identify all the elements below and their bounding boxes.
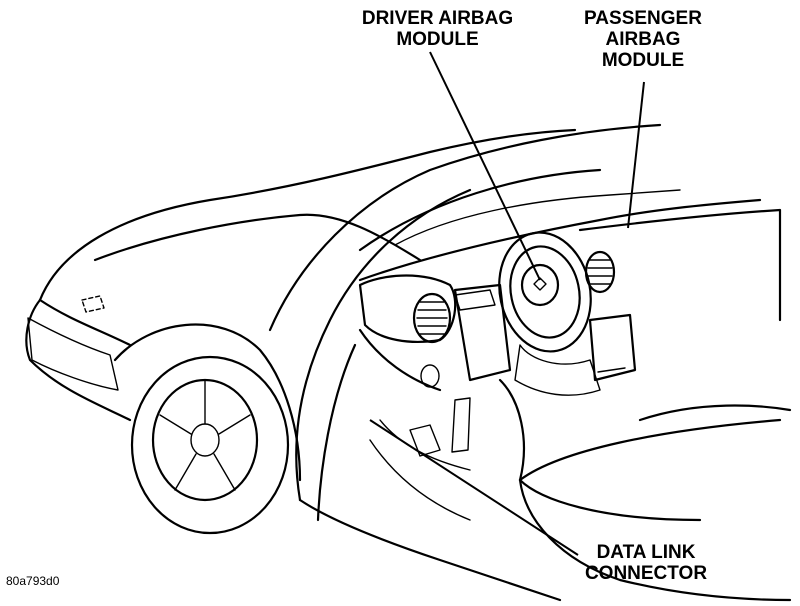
headlamp <box>27 317 119 391</box>
door-opening-front <box>295 188 472 502</box>
data-link-connector-label: DATA LINK CONNECTOR <box>566 542 726 584</box>
hood-crease <box>93 213 422 262</box>
ignition <box>420 364 440 388</box>
stalk <box>454 289 496 311</box>
rim-spokes <box>159 379 251 491</box>
floor <box>369 439 471 521</box>
hub <box>190 423 220 457</box>
windshield-lower <box>394 189 681 246</box>
passenger-airbag-label-line1: PASSENGER <box>584 8 702 29</box>
leader-data-link <box>369 419 579 556</box>
data-link-label-line1: DATA LINK <box>596 542 696 563</box>
glovebox-latch <box>597 367 626 373</box>
steering-column <box>514 344 601 396</box>
right-vent-louvers <box>587 259 613 285</box>
seat-front <box>518 478 792 602</box>
driver-airbag-label-line1: DRIVER AIRBAG <box>361 8 514 29</box>
passenger-airbag-label-line2: AIRBAG <box>605 29 681 50</box>
hood-outline <box>38 128 577 302</box>
wheel-arch <box>113 323 302 482</box>
left-vent-louvers <box>416 301 448 335</box>
front-fascia <box>25 298 132 422</box>
seat-cushion <box>518 418 782 482</box>
pedal-right <box>409 424 441 457</box>
fender-line <box>38 298 132 347</box>
dashboard-front <box>578 208 782 322</box>
marker-lamp <box>81 295 105 313</box>
passenger-airbag-label-line3: MODULE <box>601 50 685 71</box>
console <box>498 378 702 522</box>
airbag-emblem <box>533 277 547 291</box>
passenger-glovebox <box>588 313 637 382</box>
seat-back <box>638 404 792 422</box>
passenger-airbag-label: PASSENGER AIRBAG MODULE <box>568 8 718 71</box>
steering-wheel-inner <box>509 245 581 339</box>
pedal-left <box>451 397 471 453</box>
a-pillar-outer <box>268 123 662 332</box>
center-stack <box>453 283 512 382</box>
data-link-label-line2: CONNECTOR <box>584 563 708 584</box>
lower-dash-left <box>358 328 442 392</box>
leader-driver-airbag <box>429 51 541 281</box>
floor-carpet <box>379 419 471 471</box>
cluster-hood <box>358 274 457 343</box>
driver-airbag-label-line2: MODULE <box>396 29 479 50</box>
tire <box>130 355 290 535</box>
left-vent <box>412 292 452 344</box>
driver-airbag-hub <box>520 263 560 307</box>
rocker-sill <box>298 498 562 602</box>
windshield-top <box>358 168 602 252</box>
dashboard-top <box>358 198 762 282</box>
door-opening-rear <box>316 343 357 522</box>
leader-passenger-airbag <box>627 81 645 229</box>
figure-id: 80a793d0 <box>6 574 60 588</box>
driver-airbag-label: DRIVER AIRBAG MODULE <box>340 8 535 50</box>
steering-wheel-rim <box>498 231 592 353</box>
